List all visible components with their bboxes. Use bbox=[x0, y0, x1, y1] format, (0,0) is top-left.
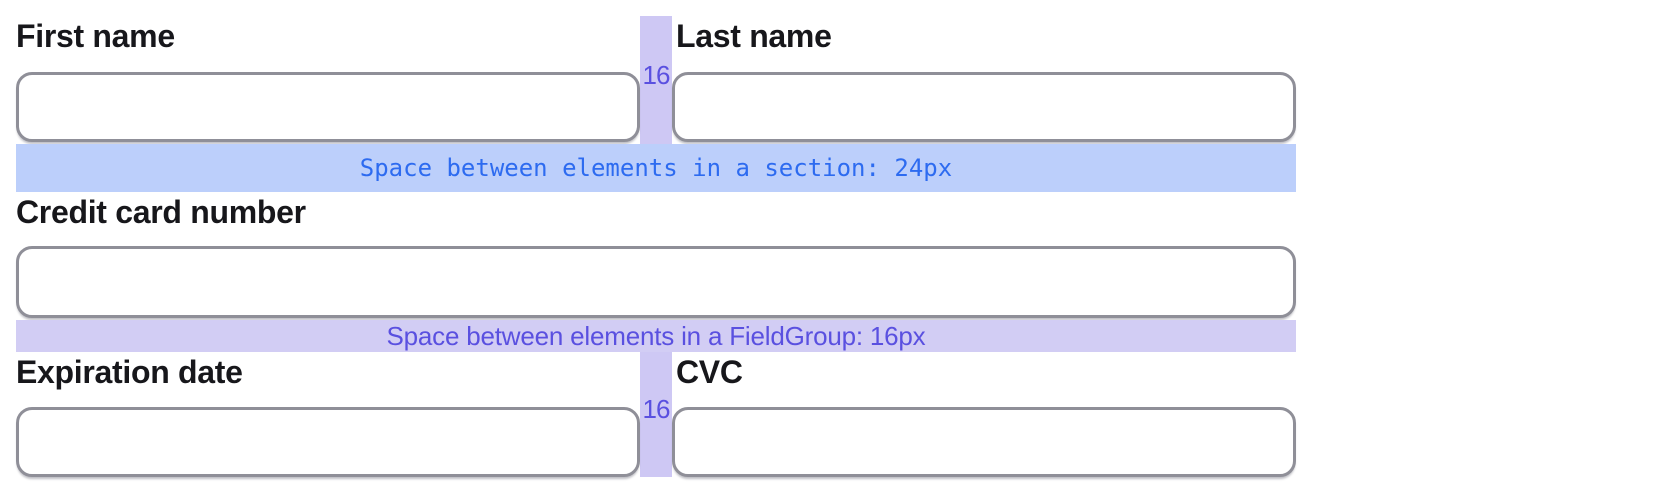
credit-card-number-label: Credit card number bbox=[16, 194, 306, 230]
last-name-label: Last name bbox=[676, 18, 832, 54]
fieldgroup-spacing-highlight: Space between elements in a FieldGroup: … bbox=[16, 320, 1296, 352]
first-name-input[interactable] bbox=[16, 72, 640, 142]
expiration-date-input[interactable] bbox=[16, 407, 640, 477]
last-name-input[interactable] bbox=[672, 72, 1296, 142]
cvc-input[interactable] bbox=[672, 407, 1296, 477]
section-spacing-highlight: Space between elements in a section: 24p… bbox=[16, 144, 1296, 192]
column-gap-size-label-row3: 16 bbox=[642, 394, 671, 424]
column-gap-highlight-row1 bbox=[640, 16, 672, 144]
cvc-label: CVC bbox=[676, 354, 743, 390]
expiration-date-label: Expiration date bbox=[16, 354, 243, 390]
first-name-label: First name bbox=[16, 18, 175, 54]
section-spacing-text: Space between elements in a section: 24p… bbox=[359, 154, 953, 182]
column-gap-highlight-row3 bbox=[640, 352, 672, 477]
credit-card-number-input[interactable] bbox=[16, 246, 1296, 318]
fieldgroup-spacing-text: Space between elements in a FieldGroup: … bbox=[386, 320, 926, 351]
column-gap-size-label-row1: 16 bbox=[642, 60, 671, 90]
